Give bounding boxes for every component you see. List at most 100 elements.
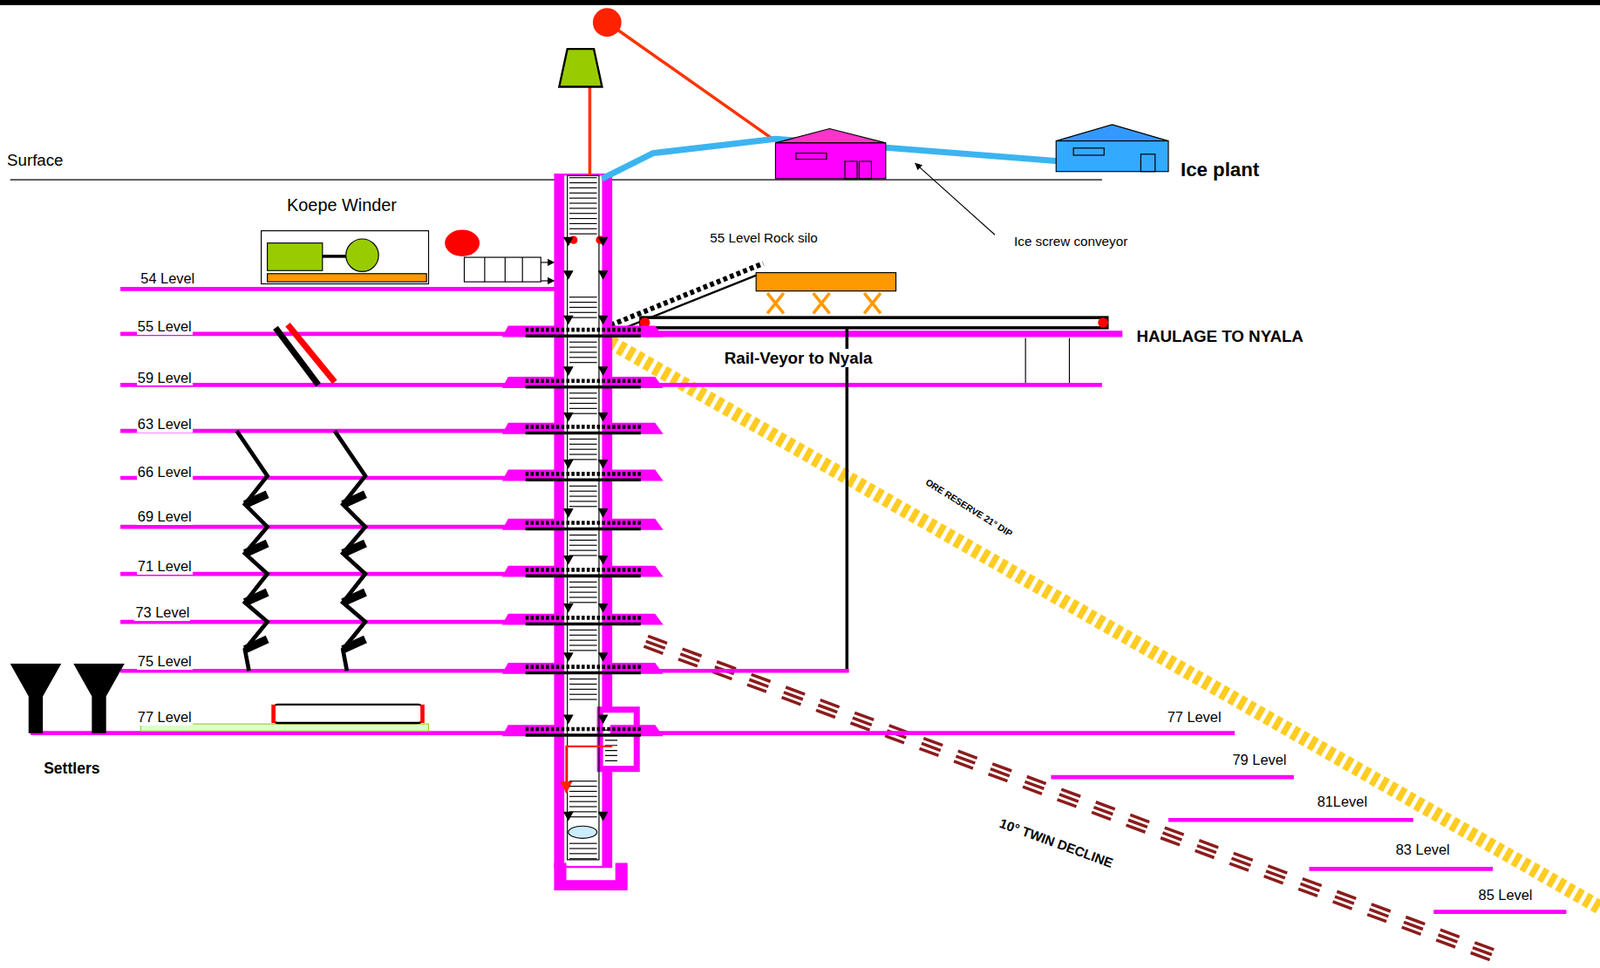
- ladder-rung: [569, 490, 598, 492]
- ladder-rung: [569, 810, 598, 812]
- level-label: 71 Level: [136, 558, 193, 575]
- skip-loader: [444, 229, 554, 282]
- level-lines: [1168, 817, 1414, 823]
- ladder-rung: [569, 586, 598, 588]
- skip-loader: [540, 279, 554, 281]
- station-grid: [525, 574, 641, 579]
- station-grid: [525, 664, 641, 669]
- incline-shaft: [287, 324, 335, 382]
- ladder-rung: [569, 634, 598, 636]
- headframe: [588, 87, 593, 177]
- station-grid: [525, 385, 641, 389]
- ladder-rung: [569, 649, 598, 651]
- ice-plant-building: Ice plant: [1055, 124, 1169, 179]
- ladder-rung: [569, 554, 598, 556]
- rock-silo: [755, 272, 896, 292]
- ladder-rung: [569, 843, 598, 845]
- level-label: 69 Level: [136, 508, 193, 525]
- shaft: [553, 862, 627, 891]
- level-label: 81Level: [1316, 793, 1369, 811]
- ladder-rung: [569, 317, 598, 319]
- ladder-rung: [569, 197, 598, 199]
- rock-silo: [767, 292, 881, 314]
- level-lines: [30, 730, 557, 736]
- hoist-arrow: [598, 459, 609, 470]
- ladder-rung: [569, 785, 598, 787]
- level-lines: [120, 286, 557, 292]
- level-label: 73 Level: [134, 604, 191, 621]
- twin-decline: [643, 646, 1490, 960]
- ladder-rung: [569, 805, 598, 807]
- ladder-rung: [569, 182, 598, 184]
- ladder-rung: [569, 678, 598, 680]
- ladder-rung: [569, 306, 598, 308]
- ladder-rung: [569, 207, 598, 209]
- ladder-rung: [569, 495, 598, 497]
- skip-loader: [484, 257, 523, 282]
- station-grid: [525, 520, 641, 525]
- skip-loader: [463, 257, 541, 282]
- station-grid: [525, 622, 641, 627]
- ladder-rung: [569, 592, 598, 593]
- node-label: Koepe Winder: [286, 195, 397, 216]
- ladder-rung: [569, 392, 598, 394]
- level-label: 77 Level: [136, 708, 193, 726]
- ladder-rung: [569, 408, 598, 409]
- hoist-arrow: [598, 652, 609, 662]
- surface-building: [858, 161, 872, 179]
- twin-decline: [647, 635, 1494, 949]
- station-grid: [525, 431, 641, 436]
- ladder-rung: [569, 688, 598, 690]
- hoist-arrow: [563, 237, 574, 247]
- ladder-rung: [569, 847, 598, 849]
- ladder-rung: [569, 640, 598, 641]
- level-label: 63 Level: [136, 415, 193, 433]
- hoist-arrow: [563, 714, 574, 725]
- ladder-rung: [569, 539, 598, 541]
- twin-decline: [643, 635, 1494, 960]
- ladder-rung: [569, 581, 598, 583]
- station-grid: [525, 378, 641, 383]
- ladder-rung: [569, 458, 598, 460]
- rail-veyor: [640, 317, 1108, 328]
- surface-building: [796, 153, 827, 160]
- shaft: [566, 746, 613, 793]
- hoist-arrow: [563, 603, 574, 613]
- level-lines: [1433, 909, 1566, 914]
- ladder-rung: [569, 449, 598, 450]
- ice-pipe: [601, 138, 1062, 179]
- ladder-rung: [569, 796, 598, 797]
- hoist-arrow: [563, 315, 574, 326]
- level-label: 75 Level: [136, 653, 193, 670]
- ladder-rung: [569, 816, 598, 818]
- ladder-rung: [569, 347, 598, 348]
- ladder-rung: [569, 438, 598, 440]
- ladder-rung: [569, 698, 598, 700]
- hoist-arrow: [563, 412, 574, 423]
- level-label: 85 Level: [1477, 886, 1534, 904]
- ore-reserve-band: [610, 341, 1600, 909]
- ice-plant-building: [1055, 124, 1169, 172]
- rail-veyor: [640, 317, 1109, 328]
- hoist-arrow: [598, 412, 609, 423]
- station-grid: [525, 671, 641, 675]
- ladder-rung: [569, 485, 598, 487]
- station-grid: [525, 727, 641, 732]
- hoist-arrow: [563, 459, 574, 470]
- silo-label: 55 Level Rock silo: [708, 230, 818, 246]
- ice-plant-building: [1055, 141, 1169, 172]
- hoist-arrow: [598, 315, 609, 326]
- shaft: [603, 712, 634, 766]
- pipe-77-level: [271, 704, 276, 723]
- connecting-raise: [846, 327, 848, 669]
- station-grid: [525, 733, 641, 737]
- station-grid: [525, 478, 641, 483]
- winder-box: Koepe Winder: [261, 230, 429, 284]
- hoist-arrow: [598, 366, 609, 376]
- level-label: 66 Level: [136, 463, 193, 481]
- settler: [10, 663, 62, 734]
- ladder-rung: [569, 500, 598, 502]
- top-border: [0, 0, 1600, 6]
- level-lines: [610, 382, 1103, 388]
- top-border: [0, 0, 1600, 6]
